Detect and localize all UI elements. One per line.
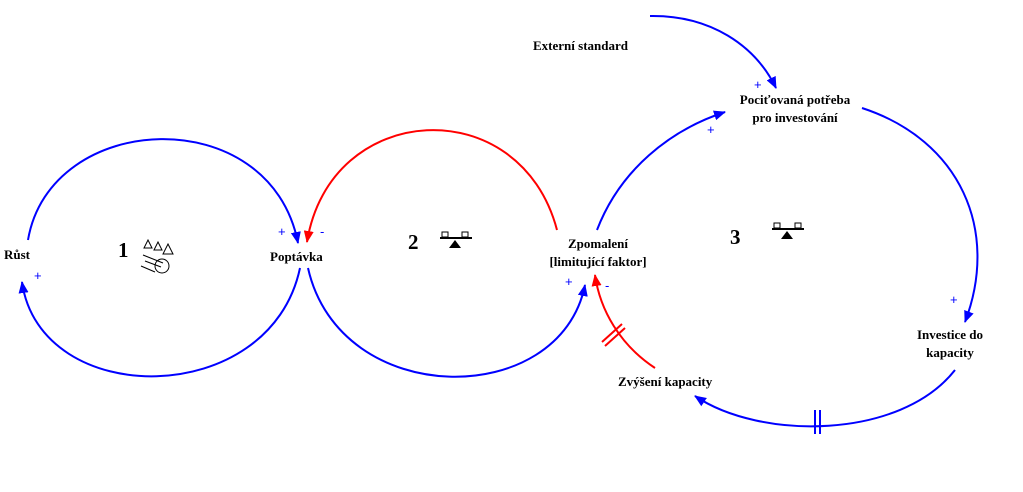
variable-externi-standard[interactable]: Externí standard [533,38,628,53]
label-line: pro investování [752,110,838,125]
variable-pocitovana-potreba[interactable]: Pociťovaná potřeba pro investování [725,91,865,127]
variable-poptavka[interactable]: Poptávka [270,249,323,264]
seesaw-icon [440,231,472,248]
polarity-sign: + [950,292,958,307]
link-zpomaleni-poptavka[interactable] [303,129,558,243]
delay-mark-blue [814,410,821,434]
polarity-sign: + [707,122,715,137]
label-line: Pociťovaná potřeba [739,92,851,107]
link-zvyseni-zpomaleni[interactable] [591,274,656,369]
link-poptavka-zpomaleni[interactable] [307,267,588,378]
variable-investice[interactable]: Investice do kapacity [900,326,1000,362]
polarity-sign: + [754,77,762,92]
polarity-sign: + [278,224,286,239]
snowball-icon [140,238,174,274]
link-pocitovana-investice[interactable] [861,107,979,323]
variable-rust[interactable]: Růst [4,247,31,262]
loop-number-3: 3 [730,225,741,249]
label-line: [limitující faktor] [549,254,647,269]
polarity-sign: - [605,278,610,293]
polarity-sign: + [34,268,42,283]
label-line: kapacity [926,345,974,360]
seesaw-icon [772,222,804,239]
loop-number-1: 1 [118,238,129,262]
link-externi-pocitovana[interactable] [649,14,777,89]
variable-zpomaleni[interactable]: Zpomalení [limitující faktor] [548,235,648,271]
polarity-sign: - [320,224,325,239]
label-line: Investice do [916,327,984,342]
delay-mark-red [601,323,626,347]
link-rust-poptavka[interactable] [27,138,301,244]
link-poptavka-rust[interactable] [18,267,301,378]
link-zpomaleni-pocitovana[interactable] [596,110,726,231]
polarity-sign: + [565,274,573,289]
link-investice-zvyseni[interactable] [694,369,956,428]
loop-number-2: 2 [408,230,419,254]
label-line: Zpomalení [568,236,628,251]
variable-zvyseni-kapacity[interactable]: Zvýšení kapacity [618,374,713,389]
